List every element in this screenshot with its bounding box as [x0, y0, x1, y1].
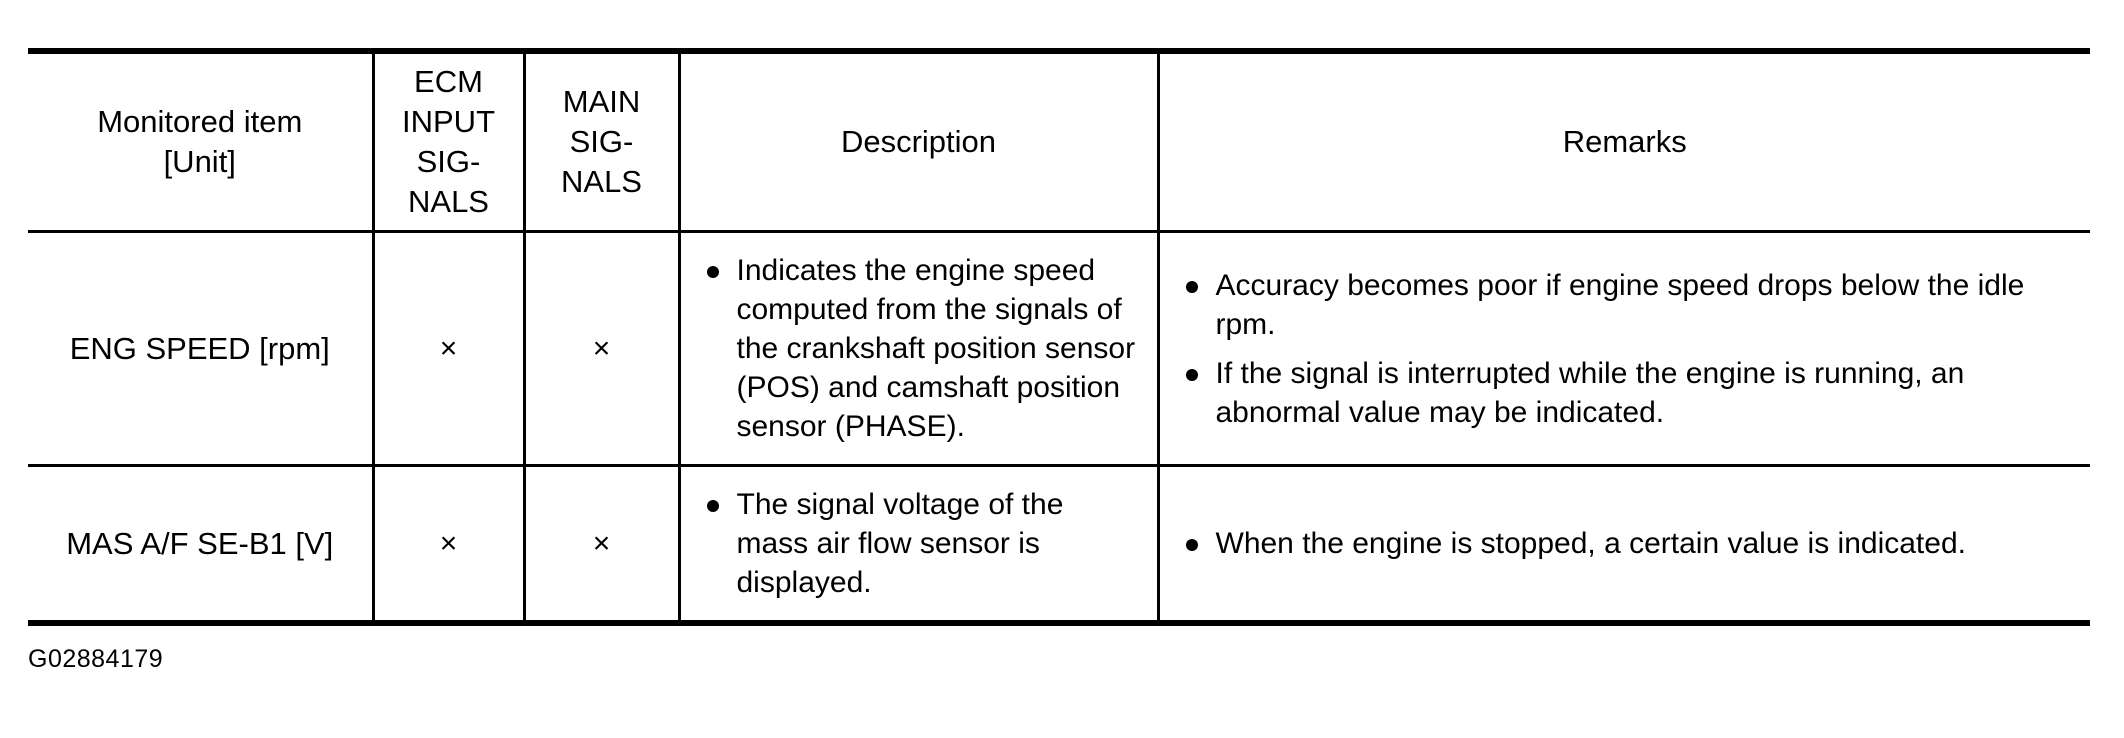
column-header-description-label: Description [840, 124, 997, 159]
monitored-item-table: Monitored item [Unit] ECM INPUT SIG- NAL… [28, 48, 2090, 626]
cell-main-signal-mark: × [524, 465, 681, 626]
list-item: The signal voltage of the mass air flow … [705, 485, 1139, 602]
table-header-row: Monitored item [Unit] ECM INPUT SIG- NAL… [28, 48, 2090, 233]
list-item: When the engine is stopped, a certain va… [1184, 524, 2073, 563]
description-bullet-list: The signal voltage of the mass air flow … [705, 485, 1139, 602]
description-bullet-text: Indicates the engine speed computed from… [736, 254, 1136, 443]
column-header-monitored-item-line-2: [Unit] [163, 144, 236, 179]
cell-ecm-input-signal-mark: × [373, 231, 526, 467]
column-header-ecm-input-signals: ECM INPUT SIG- NALS [373, 48, 526, 233]
column-header-remarks-label: Remarks [1562, 124, 1687, 159]
cell-remarks: When the engine is stopped, a certain va… [1158, 465, 2090, 626]
bullet-dot-icon [706, 500, 719, 512]
cell-description: The signal voltage of the mass air flow … [679, 465, 1160, 626]
remarks-bullet-list: When the engine is stopped, a certain va… [1184, 524, 2073, 563]
column-header-main-signals-line-2: SIG- [569, 124, 634, 159]
bullet-dot-icon [1185, 539, 1198, 551]
cell-monitored-item: MAS A/F SE-B1 [V] [28, 465, 375, 626]
cell-description: Indicates the engine speed computed from… [679, 231, 1160, 467]
column-header-main-signals: MAIN SIG- NALS [524, 48, 681, 233]
monitored-item-table-container: Monitored item [Unit] ECM INPUT SIG- NAL… [28, 48, 2090, 626]
cell-ecm-input-signal-mark: × [373, 465, 526, 626]
cell-main-signal-mark: × [524, 231, 681, 467]
column-header-ecm-input-signals-line-2: INPUT [402, 104, 495, 139]
list-item: Indicates the engine speed computed from… [705, 251, 1139, 446]
column-header-description: Description [679, 48, 1160, 233]
table-row: ENG SPEED [rpm] × × Indicates the engine… [28, 231, 2090, 467]
cell-monitored-item: ENG SPEED [rpm] [28, 231, 375, 467]
remarks-bullet-text: If the signal is interrupted while the e… [1215, 356, 1965, 429]
table-header: Monitored item [Unit] ECM INPUT SIG- NAL… [28, 48, 2090, 233]
remarks-bullet-text: When the engine is stopped, a certain va… [1215, 527, 1966, 560]
column-header-monitored-item-line-1: Monitored item [97, 104, 303, 139]
figure-id-label: G02884179 [28, 645, 164, 673]
bullet-dot-icon [1185, 368, 1198, 381]
column-header-remarks: Remarks [1158, 48, 2090, 233]
column-header-ecm-input-signals-line-3: SIG- [416, 144, 481, 179]
table-row: MAS A/F SE-B1 [V] × × The signal voltage… [28, 465, 2090, 626]
remarks-bullet-text: Accuracy becomes poor if engine speed dr… [1215, 268, 2025, 341]
table-body: ENG SPEED [rpm] × × Indicates the engine… [28, 231, 2090, 626]
column-header-monitored-item: Monitored item [Unit] [28, 48, 375, 233]
cell-remarks: Accuracy becomes poor if engine speed dr… [1158, 231, 2090, 467]
description-bullet-list: Indicates the engine speed computed from… [705, 251, 1139, 446]
bullet-dot-icon [706, 266, 719, 278]
column-header-ecm-input-signals-line-1: ECM [414, 64, 483, 99]
remarks-bullet-list: Accuracy becomes poor if engine speed dr… [1184, 266, 2073, 432]
list-item: If the signal is interrupted while the e… [1184, 354, 2073, 432]
column-header-ecm-input-signals-line-4: NALS [408, 184, 489, 219]
list-item: Accuracy becomes poor if engine speed dr… [1184, 266, 2073, 344]
bullet-dot-icon [1185, 280, 1198, 293]
description-bullet-text: The signal voltage of the mass air flow … [736, 488, 1064, 599]
column-header-main-signals-line-1: MAIN [562, 84, 641, 119]
column-header-main-signals-line-3: NALS [561, 164, 642, 199]
